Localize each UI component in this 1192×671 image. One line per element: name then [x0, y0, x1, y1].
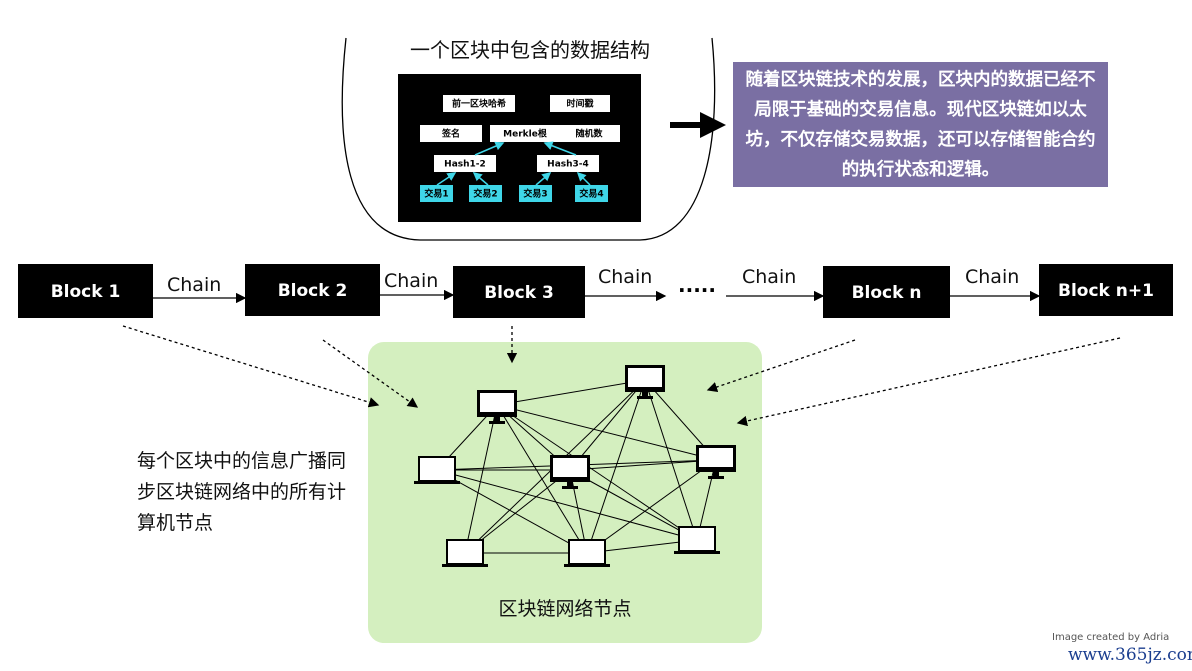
hash-link-arrow — [472, 172, 489, 186]
field-box-label: 时间戳 — [566, 98, 593, 110]
desktop-monitor-icon — [550, 455, 590, 489]
block-box — [1039, 264, 1173, 316]
transaction-box — [420, 185, 453, 202]
block-structure-title: 一个区块中包含的数据结构 — [410, 38, 650, 62]
hash-box — [537, 155, 599, 172]
block-box-label: Block n+1 — [1058, 281, 1154, 301]
network-edge — [464, 404, 498, 554]
hash-box-label: Hash3-4 — [547, 160, 589, 170]
block-box — [823, 266, 950, 318]
network-edge — [496, 379, 646, 406]
broadcast-arrow — [706, 339, 856, 392]
desktop-monitor-icon — [696, 445, 736, 479]
evolution-note: 随着区块链技术的发展，区块内的数据已经不局限于基础的交易信息。现代区块链如以太坊… — [733, 62, 1108, 187]
field-box-label: Merkle根 — [503, 128, 548, 140]
field-box — [490, 125, 560, 142]
broadcast-arrow — [322, 339, 419, 408]
block-box-label: Block 1 — [51, 282, 121, 302]
transaction-box — [469, 185, 502, 202]
hash-link-arrow — [576, 171, 591, 186]
chain-label: Chain — [742, 266, 796, 288]
laptop-icon — [442, 539, 488, 567]
watermark-text: Image created by Adria — [1052, 632, 1170, 643]
transaction-box — [519, 185, 552, 202]
network-area — [368, 342, 762, 643]
desktop-monitor-icon — [625, 365, 665, 399]
transaction-box — [575, 185, 608, 202]
broadcast-text: 每个区块中的信息广播同步区块链网络中的所有计算机节点 — [137, 450, 347, 534]
desktop-monitor-icon — [477, 390, 517, 424]
transaction-box-label: 交易2 — [473, 188, 497, 200]
block-callout-arc — [341, 37, 716, 241]
hash-link-arrow — [436, 172, 457, 186]
network-label: 区块链网络节点 — [498, 598, 632, 620]
laptop-icon — [674, 526, 720, 554]
field-box — [558, 125, 620, 142]
broadcast-arrow — [736, 337, 1121, 427]
broadcast-arrow — [122, 325, 380, 408]
hash-link-arrow — [474, 141, 505, 156]
network-edge — [586, 459, 717, 554]
watermark-url: www.365jz.com — [1068, 645, 1192, 665]
laptop-icon — [564, 539, 610, 567]
network-edge — [436, 469, 588, 554]
field-box-label: 前一区块哈希 — [452, 98, 506, 110]
network-edge — [569, 469, 698, 541]
field-box-label: 签名 — [441, 128, 460, 140]
hash-box — [434, 155, 496, 172]
block-box-label: Block n — [852, 283, 922, 303]
hash-box-label: Hash1-2 — [444, 160, 486, 170]
network-edge — [496, 404, 698, 541]
chain-label: Chain — [384, 270, 438, 292]
block-box-label: Block 3 — [484, 283, 554, 303]
field-box — [420, 125, 482, 142]
network-edge — [496, 404, 717, 461]
transaction-box-label: 交易3 — [523, 188, 547, 200]
field-box-label: 随机数 — [575, 128, 603, 140]
chain-label: Chain — [167, 274, 221, 296]
hash-link-arrow — [535, 172, 552, 186]
block-box-label: Block 2 — [278, 281, 348, 301]
network-edge — [644, 379, 698, 541]
network-edge — [569, 459, 717, 471]
transaction-box-label: 交易1 — [424, 188, 448, 200]
network-edge — [436, 469, 698, 541]
field-box — [550, 95, 610, 112]
chain-label: Chain — [598, 266, 652, 288]
chain-ellipsis: ····· — [678, 278, 716, 302]
laptop-icon — [414, 456, 460, 484]
transaction-box-label: 交易4 — [579, 188, 603, 200]
chain-label: Chain — [965, 266, 1019, 288]
block-box — [18, 264, 153, 318]
block-box — [245, 264, 380, 316]
block-box — [453, 266, 585, 318]
field-box — [443, 95, 515, 112]
hash-link-arrow — [543, 141, 577, 156]
